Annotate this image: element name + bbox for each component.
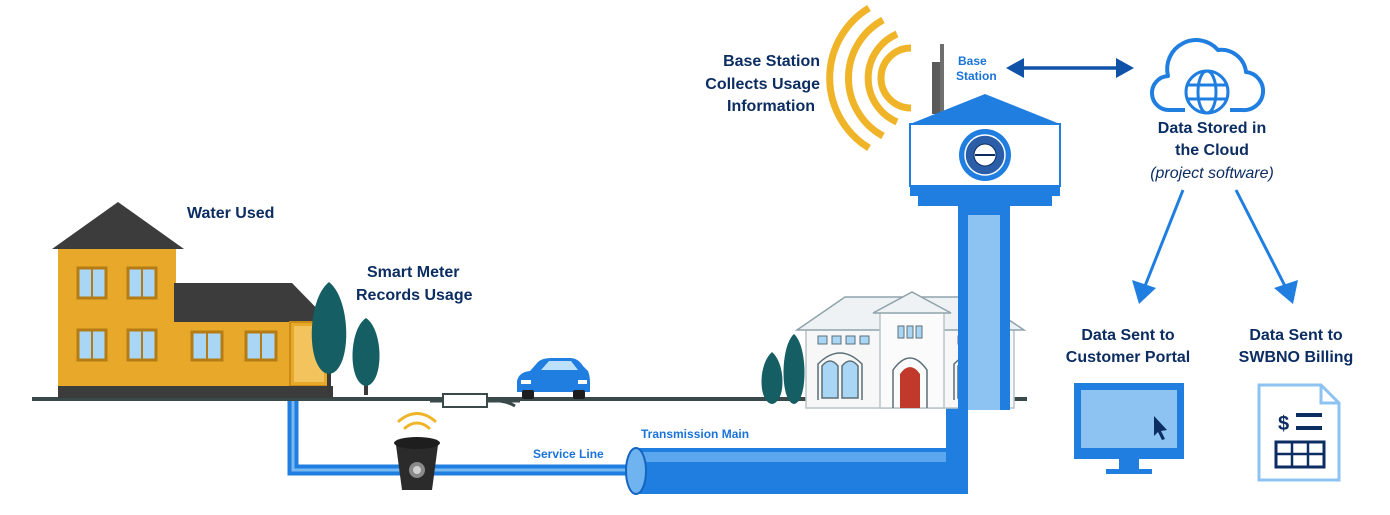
meter-signal-icon [397,412,437,430]
tower-label-line2: Station [956,69,997,83]
meter-box-icon [394,437,440,490]
tower-label-line1: Base [958,54,987,68]
smart-meter-label-line2: Records Usage [356,287,473,304]
customer-portal-monitor-icon [1074,383,1184,474]
customer-portal-label-line1: Data Sent to [1081,327,1175,344]
house-icon [52,202,333,398]
base-station-label-line3: Information [727,98,815,115]
base-station-label-line1: Base Station [723,53,820,70]
base-station-label-line2: Collects Usage [705,76,820,93]
arrow-to-billing-icon [1234,189,1298,304]
billing-document-icon [1257,383,1341,482]
cloud-label-line2: the Cloud [1175,142,1249,159]
smart-meter-label-line1: Smart Meter [367,264,459,281]
transmission-main-label: Transmission Main [641,427,749,441]
billing-label-line2: SWBNO Billing [1239,349,1354,366]
billing-dollar-symbol: $ [1278,413,1289,435]
cloud-label-line1: Data Stored in [1158,120,1266,137]
service-line-label: Service Line [533,447,604,461]
water-used-label: Water Used [187,205,274,222]
service-line-pipe [287,401,640,476]
customer-portal-label-line2: Customer Portal [1066,349,1190,366]
cloud-icon [1150,38,1266,113]
double-arrow-icon [1006,58,1134,78]
car-icon [517,358,590,399]
globe-icon [1184,69,1230,115]
transmission-main-pipe [625,408,968,495]
trees-icon [311,282,380,395]
water-tower-icon [909,44,1061,410]
smart-meter-icon [430,393,520,408]
arrow-to-portal-icon [1132,189,1185,304]
billing-label-line1: Data Sent to [1249,327,1343,344]
cloud-label-line3: (project software) [1150,165,1274,182]
base-station-signal-icon [826,5,912,151]
